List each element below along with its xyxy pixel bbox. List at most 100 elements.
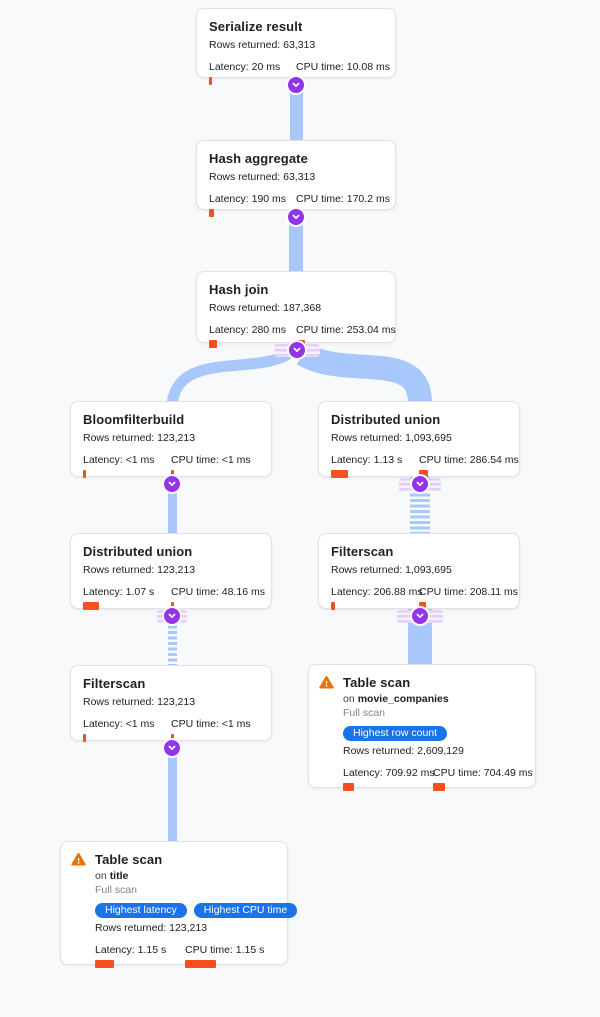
cpu-time-bar [419,470,428,478]
badge-highest-row-count: Highest row count [343,726,448,741]
latency-bar [95,960,114,968]
metrics-row: Latency: 190 ms CPU time: 170.2 ms [209,193,390,217]
cpu-time-metric: CPU time: 48.16 ms [171,586,265,610]
rows-returned: Rows returned: 63,313 [209,171,316,183]
connector-toggle[interactable] [164,608,180,624]
cpu-time-metric: CPU time: <1 ms [171,718,259,742]
cpu-time-label: CPU time: <1 ms [171,718,251,730]
rows-returned: Rows returned: 123,213 [83,564,196,576]
latency-metric: Latency: 1.13 s [331,454,419,478]
latency-bar [209,340,217,348]
rows-returned: Rows returned: 187,368 [209,302,322,314]
scan-type: Full scan [343,707,386,719]
node-title: Hash join [209,282,269,297]
latency-metric: Latency: 190 ms [209,193,296,217]
latency-label: Latency: 206.88 ms [331,586,423,598]
latency-label: Latency: 709.92 ms [343,767,435,779]
cpu-time-bar [185,960,216,968]
badges-row: Highest row count [343,723,523,741]
chevron-down-icon [416,613,424,618]
edge-bloomfilterbuild-to-distributed-union-left [167,477,177,535]
cpu-time-label: CPU time: 1.15 s [185,944,265,956]
latency-metric: Latency: <1 ms [83,718,171,742]
latency-label: Latency: 1.07 s [83,586,155,598]
latency-label: Latency: 1.15 s [95,944,167,956]
cpu-time-bar [171,602,174,610]
latency-bar [209,209,214,217]
latency-bar [83,470,86,478]
scan-type: Full scan [95,884,138,896]
connector-toggle[interactable] [412,476,428,492]
connector-toggle[interactable] [164,740,180,756]
cpu-time-label: CPU time: 170.2 ms [296,193,390,205]
cpu-time-label: CPU time: 48.16 ms [171,586,265,598]
connector-toggle[interactable] [412,608,428,624]
latency-bar [331,470,348,478]
rows-returned: Rows returned: 123,213 [83,696,196,708]
cpu-time-metric: CPU time: 10.08 ms [296,61,390,85]
cpu-time-label: CPU time: 286.54 ms [419,454,519,466]
latency-bar [331,602,335,610]
latency-label: Latency: 190 ms [209,193,287,205]
latency-bar [83,602,99,610]
cpu-time-metric: CPU time: 170.2 ms [296,193,390,217]
metrics-row: Latency: 280 ms CPU time: 253.04 ms [209,324,396,348]
latency-bar [343,783,354,791]
cpu-time-label: CPU time: <1 ms [171,454,251,466]
cpu-time-metric: CPU time: 1.15 s [185,944,275,968]
edge-filterscan-left-to-table-scan-left [167,741,177,843]
cpu-time-metric: CPU time: <1 ms [171,454,259,478]
node-title: Bloomfilterbuild [83,412,185,427]
cpu-time-label: CPU time: 704.49 ms [433,767,533,779]
rows-returned: Rows returned: 123,213 [83,432,196,444]
node-title: Table scan [95,852,163,867]
latency-metric: Latency: 20 ms [209,61,296,85]
chevron-down-icon [168,481,176,486]
edge-distributed-union-left-to-filterscan-left [167,609,177,667]
cpu-time-bar [433,783,445,791]
rows-returned: Rows returned: 1,093,695 [331,564,452,576]
latency-bar [209,77,212,85]
chevron-down-icon [293,347,301,352]
table-name: title [109,870,129,882]
node-title: Filterscan [331,544,394,559]
rows-returned: Rows returned: 63,313 [209,39,316,51]
warning-icon [319,675,334,689]
rows-returned: Rows returned: 1,093,695 [331,432,452,444]
cpu-time-label: CPU time: 208.11 ms [419,586,519,598]
latency-label: Latency: 1.13 s [331,454,403,466]
latency-metric: Latency: 1.15 s [95,944,185,968]
connector-toggle[interactable] [288,209,304,225]
metrics-row: Latency: <1 ms CPU time: <1 ms [83,718,259,742]
node-title: Hash aggregate [209,151,308,166]
chevron-down-icon [168,613,176,618]
edge-hash-join-to-distributed-union-right [296,343,433,405]
node-title: Serialize result [209,19,303,34]
latency-label: Latency: 280 ms [209,324,287,336]
cpu-time-label: CPU time: 253.04 ms [296,324,396,336]
cpu-time-bar [171,470,174,478]
rows-returned: Rows returned: 2,609,129 [343,745,464,757]
latency-metric: Latency: 280 ms [209,324,296,348]
chevron-down-icon [416,481,424,486]
latency-label: Latency: <1 ms [83,718,155,730]
node-title: Filterscan [83,676,146,691]
connector-toggle[interactable] [289,342,305,358]
connector-toggle[interactable] [164,476,180,492]
connector-toggle[interactable] [288,77,304,93]
